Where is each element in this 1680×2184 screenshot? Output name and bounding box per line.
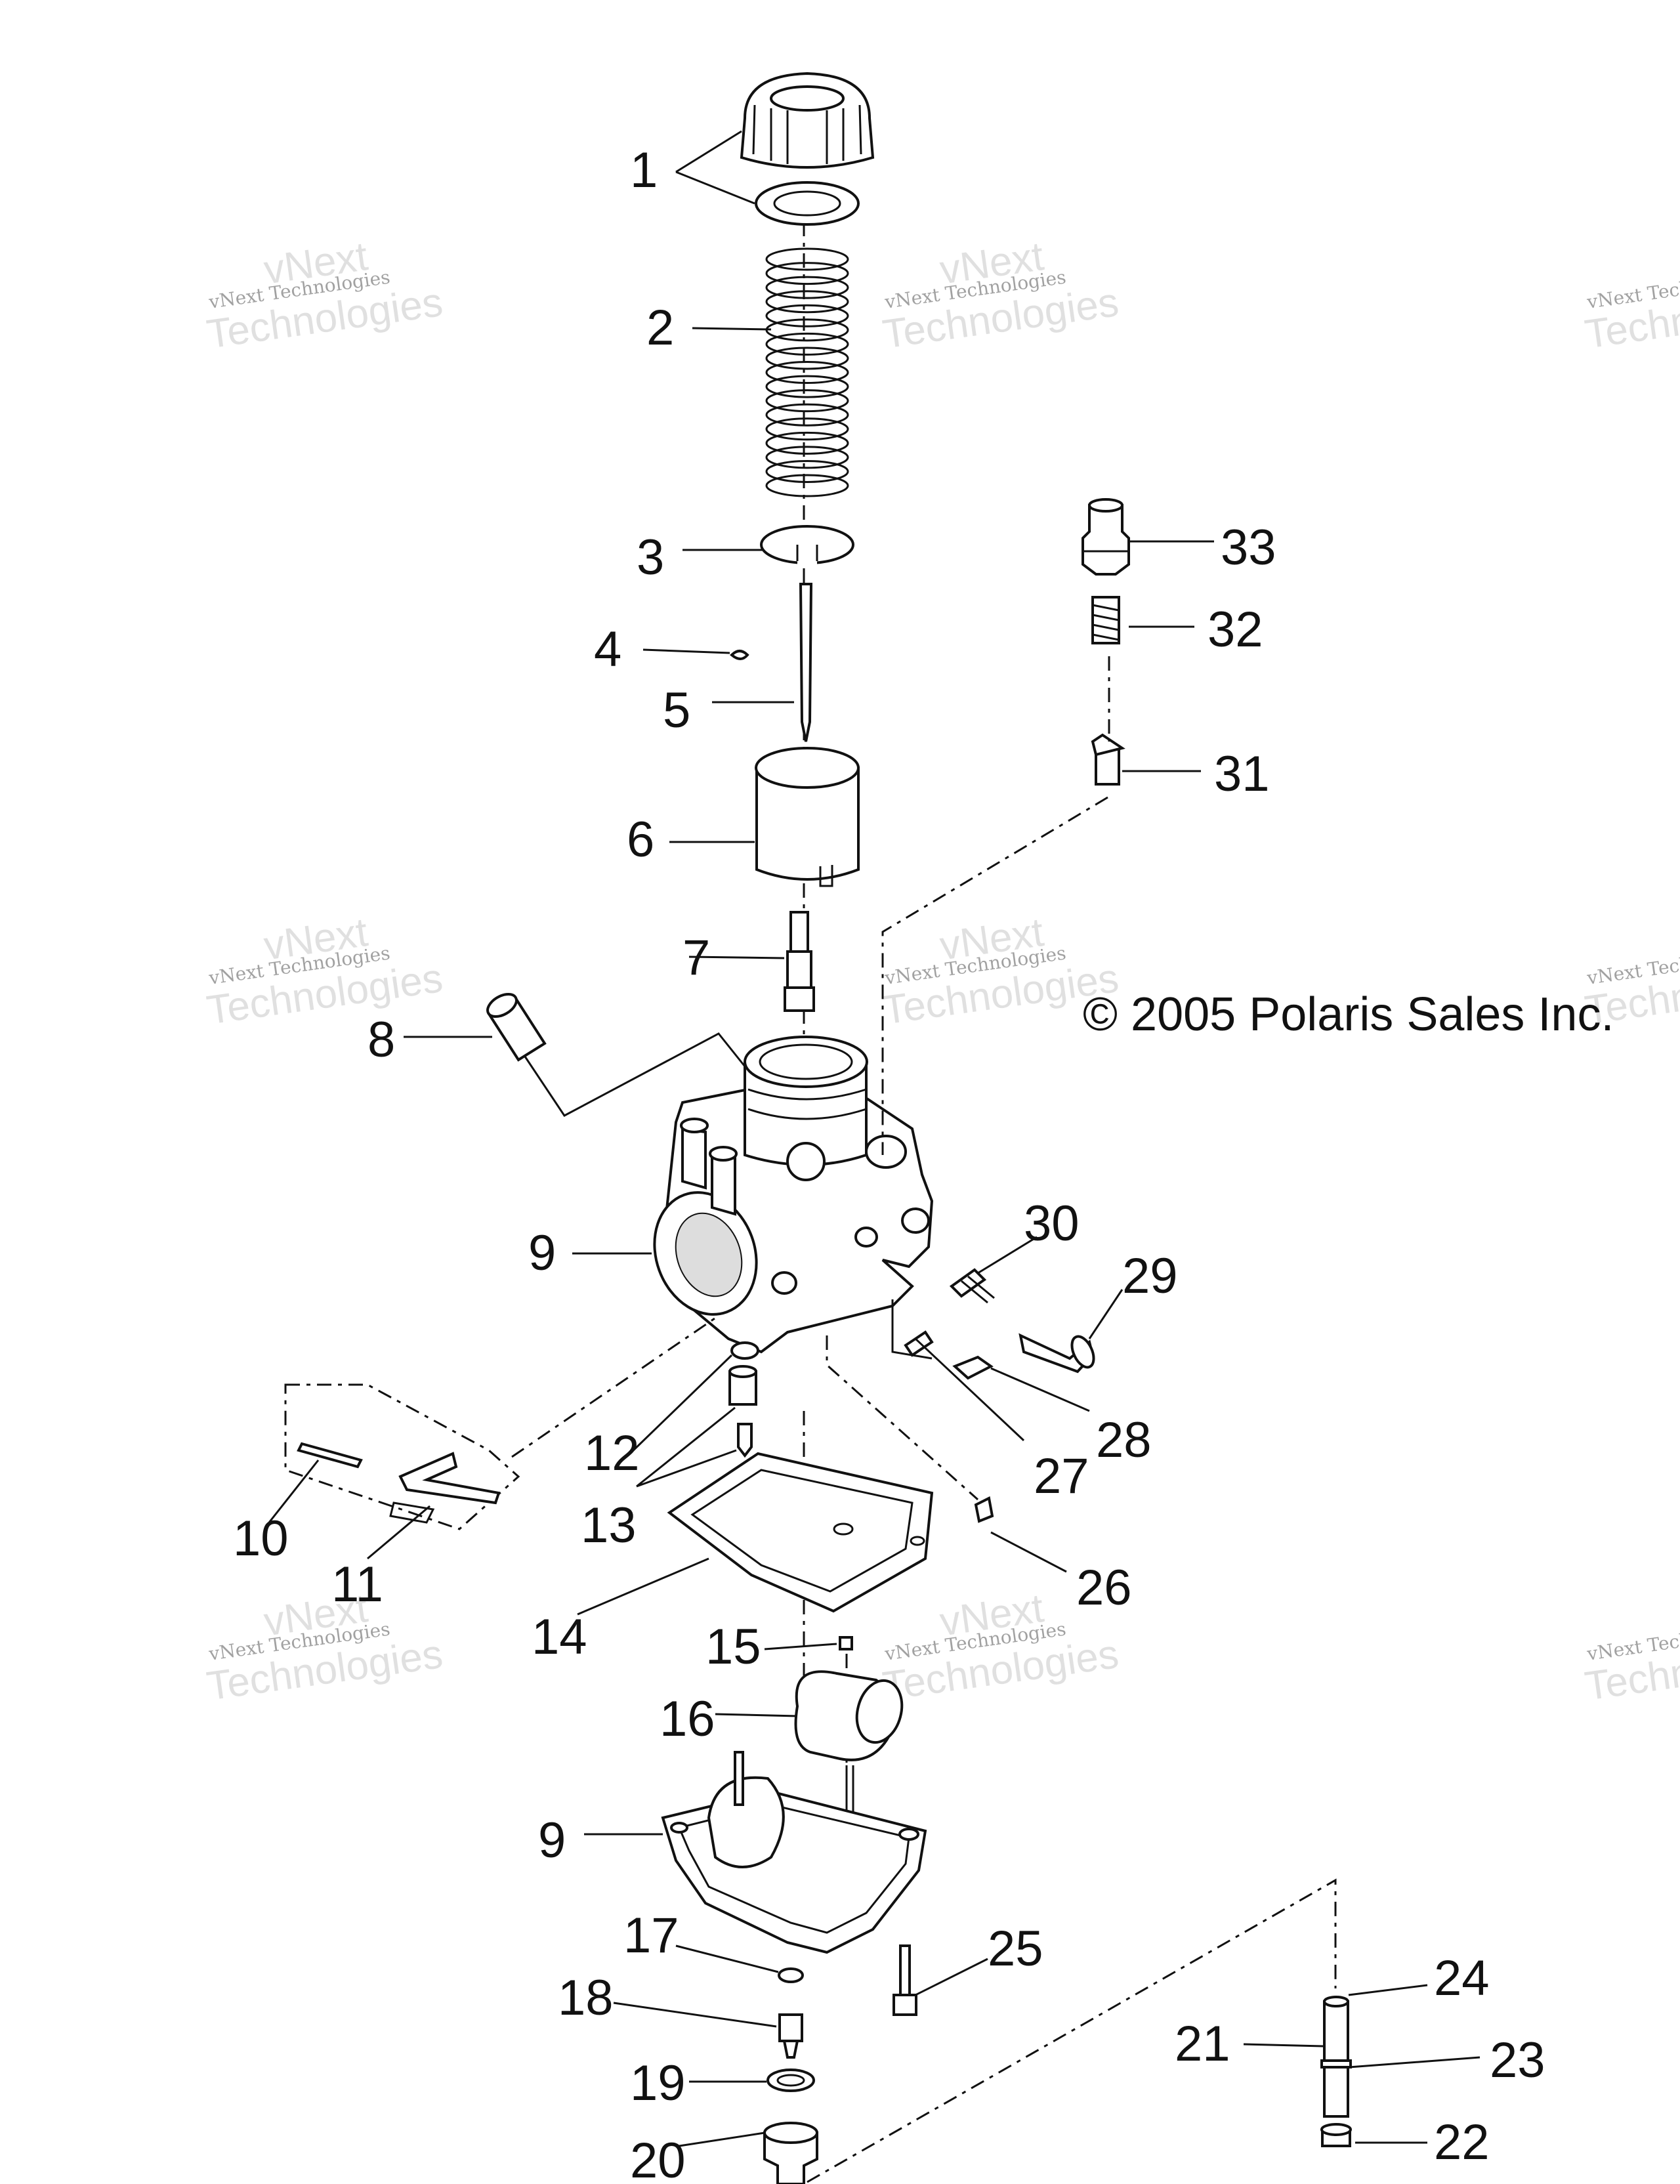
part-carburetor-body	[653, 1036, 934, 1354]
callout-6: 6	[627, 812, 654, 868]
part-float-bowl-plate	[284, 1314, 719, 1530]
spring-coil	[765, 389, 849, 413]
callout-18: 18	[558, 1970, 614, 2026]
callout-27: 27	[1034, 1448, 1089, 1504]
callout-24: 24	[1434, 1950, 1490, 2006]
callout-20: 20	[630, 2133, 686, 2184]
callout-12: 12	[584, 1425, 640, 1481]
callout-15: 15	[705, 1619, 761, 1675]
part-float	[794, 1670, 904, 1831]
callout-28: 28	[1096, 1412, 1152, 1468]
part-jet-needle	[799, 583, 813, 742]
callout-3: 3	[637, 530, 664, 585]
spring-coil	[765, 276, 849, 299]
spring-coil	[765, 262, 849, 285]
callout-9-body: 9	[528, 1225, 556, 1281]
callout-31: 31	[1214, 746, 1270, 802]
callout-21: 21	[1175, 2016, 1230, 2072]
callout-9-bowl: 9	[538, 1813, 566, 1868]
part-vent-tube	[807, 1878, 1352, 2183]
callout-2: 2	[646, 300, 674, 356]
part-plunger-cap	[486, 992, 746, 1117]
callout-5: 5	[663, 682, 690, 738]
callout-29: 29	[1122, 1248, 1178, 1304]
callout-8: 8	[368, 1012, 395, 1068]
part-throttle-slide	[755, 747, 860, 887]
leader-lines	[268, 130, 1480, 2147]
part-needle-jet	[784, 911, 815, 1012]
callout-13: 13	[581, 1498, 637, 1553]
callout-16: 16	[660, 1691, 715, 1747]
callout-10: 10	[233, 1511, 289, 1566]
callout-26: 26	[1076, 1560, 1132, 1616]
callout-25: 25	[988, 1921, 1043, 1977]
spring-coil	[765, 346, 849, 370]
part-retainer-plate	[760, 525, 854, 564]
part-spring	[765, 247, 849, 497]
part-main-jet	[728, 1341, 759, 1458]
callout-33: 33	[1221, 520, 1276, 576]
spring-coil	[765, 459, 849, 483]
part-pilot-screws	[826, 1268, 1095, 1523]
callout-4: 4	[594, 621, 621, 677]
callout-labels: 1 2 3 4 5 6 7 8 9 9 10 11 12 13 14 15 16…	[233, 142, 1545, 2184]
spring-coil	[765, 403, 849, 427]
callout-30: 30	[1024, 1196, 1080, 1251]
callout-19: 19	[630, 2055, 686, 2111]
part-cap	[740, 72, 875, 226]
part-bowl-gasket	[667, 1452, 934, 1613]
callout-32: 32	[1208, 602, 1263, 658]
part-bowl-screw	[892, 1944, 917, 2016]
spring-coil	[765, 431, 849, 455]
callout-17: 17	[623, 1908, 679, 1964]
part-float-pin	[839, 1636, 853, 1650]
callout-23: 23	[1490, 2032, 1545, 2088]
part-drain-stack	[763, 1967, 818, 2184]
spring-coil	[765, 247, 849, 271]
spring-coil	[765, 290, 849, 314]
spring-coil	[765, 446, 849, 469]
spring-coil	[765, 332, 849, 356]
spring-coil	[765, 361, 849, 384]
part-choke-assembly	[881, 498, 1130, 1155]
part-e-clip	[730, 650, 749, 660]
callout-11: 11	[331, 1557, 383, 1612]
callout-22: 22	[1434, 2114, 1490, 2170]
spring-coil	[765, 304, 849, 327]
callout-14: 14	[532, 1609, 587, 1665]
spring-coil	[765, 417, 849, 441]
callout-1: 1	[630, 142, 658, 198]
part-float-bowl	[661, 1751, 927, 1954]
spring-coil	[765, 474, 849, 497]
callout-7: 7	[682, 930, 710, 986]
spring-coil	[765, 375, 849, 398]
copyright-notice: © 2005 Polaris Sales Inc.	[1083, 988, 1614, 1041]
